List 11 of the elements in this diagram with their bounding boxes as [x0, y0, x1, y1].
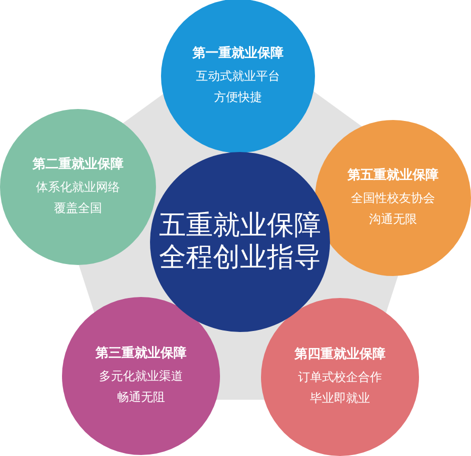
- circle-description: 订单式校企合作毕业即就业: [296, 368, 383, 406]
- hub-title: 五重就业保障全程创业指导: [158, 210, 322, 274]
- circle-heading: 第五重就业保障: [348, 166, 438, 184]
- circle-description: 多元化就业渠道畅通无阻: [98, 368, 184, 406]
- circle-description: 体系化就业网络覆盖全国: [34, 178, 121, 216]
- circle-heading: 第一重就业保障: [192, 44, 284, 62]
- circle-heading: 第三重就业保障: [96, 344, 186, 362]
- circle-description: 全国性校友协会沟通无限: [350, 190, 436, 228]
- circle-heading: 第四重就业保障: [294, 346, 386, 364]
- circle-heading: 第二重就业保障: [32, 156, 124, 174]
- circle-description: 互动式就业平台方便快捷: [194, 68, 281, 106]
